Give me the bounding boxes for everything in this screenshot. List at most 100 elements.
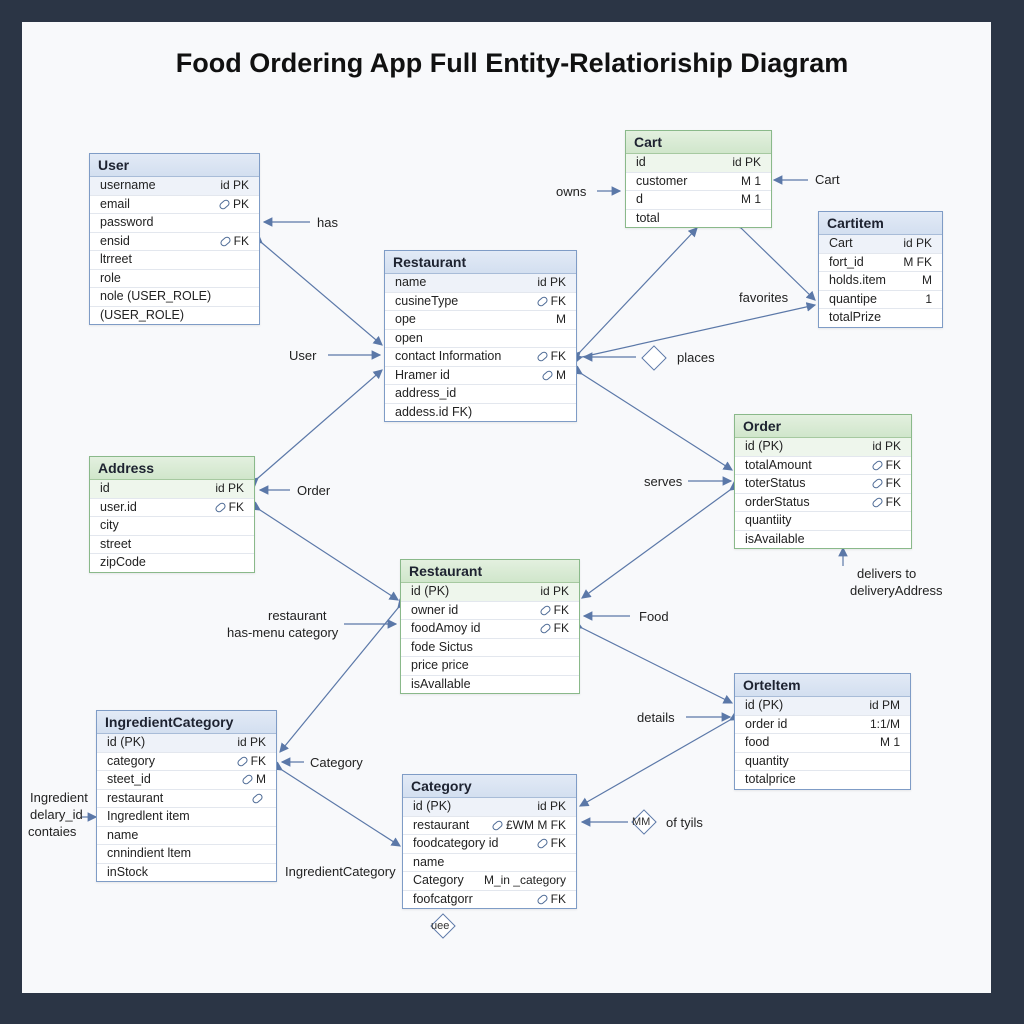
entity-field-row: ltrreet <box>90 251 259 270</box>
link-icon <box>213 501 227 514</box>
field-name: id (PK) <box>413 799 452 813</box>
entity-field-row: password <box>90 214 259 233</box>
field-name: id <box>636 155 646 169</box>
entity-header: Restaurant <box>385 251 576 274</box>
label-places: places <box>677 350 715 365</box>
field-key-text: FK <box>885 457 901 472</box>
edge-ingredientcategory-category <box>272 761 402 847</box>
field-key-text: £WM M FK <box>506 817 566 832</box>
link-icon <box>241 773 254 787</box>
label-delivers-to: delivers to <box>857 566 917 581</box>
field-key-text: M_in _category <box>483 873 566 887</box>
entity-field-row: name <box>403 854 576 872</box>
field-name: Cart <box>829 236 853 250</box>
field-key: M 1 <box>741 173 761 191</box>
entity-field-row: isAvailable <box>735 531 911 549</box>
field-name: price price <box>411 658 469 672</box>
field-name: customer <box>636 173 688 188</box>
field-key-text: PK <box>232 196 249 211</box>
entity-field-row: cnnindient ltem <box>97 845 276 864</box>
label-delary-id: delary_id <box>30 807 83 822</box>
link-icon <box>870 459 884 472</box>
field-key-text: FK <box>553 621 569 635</box>
label-restaurant: restaurant <box>268 608 327 623</box>
link-icon <box>538 622 552 636</box>
entity-header: User <box>90 154 259 177</box>
entity-field-row: id id PK <box>90 480 254 499</box>
label-food: Food <box>639 609 669 624</box>
field-key: M 1 <box>741 191 761 209</box>
field-name: id (PK) <box>411 584 450 598</box>
entity-header: Category <box>403 775 576 798</box>
field-key-text: id PM <box>869 698 900 712</box>
field-key: FK <box>535 348 566 366</box>
field-key-text: id PK <box>237 735 266 749</box>
link-icon <box>870 496 884 509</box>
field-key: FK <box>535 891 566 909</box>
entity-field-row: id (PK)id PK <box>401 583 579 602</box>
field-key: FK <box>870 457 901 475</box>
field-key: 1 <box>925 291 932 309</box>
link-icon <box>491 819 504 832</box>
field-name: email <box>100 196 130 211</box>
link-icon <box>870 477 884 491</box>
field-name: id <box>100 481 110 495</box>
field-name: Hramer id <box>395 367 450 382</box>
field-name: food <box>745 735 770 749</box>
field-key-text: FK <box>550 891 566 906</box>
field-key-text: id PK <box>537 275 566 289</box>
entity-field-row: street <box>90 536 254 554</box>
field-key: id PM <box>869 697 900 715</box>
field-key: FK <box>235 753 266 771</box>
entity-field-row: restaurant <box>97 790 276 808</box>
label-ingredientcategory: IngredientCategory <box>285 864 396 879</box>
field-key: M FK <box>903 254 932 272</box>
edge-address-restaurant <box>248 369 383 488</box>
field-name: id (PK) <box>745 439 784 453</box>
field-key-text: 1:1/M <box>869 716 900 731</box>
link-icon <box>535 295 549 308</box>
field-key: id PK <box>537 274 566 292</box>
field-key: id PK <box>872 438 901 456</box>
edge-restaurant-cartitem <box>572 302 817 364</box>
field-name: quantipe <box>829 291 877 306</box>
field-key-text: FK <box>550 293 566 308</box>
field-key: FK <box>870 494 901 512</box>
field-key: M <box>556 311 566 329</box>
field-key-text: FK <box>550 836 566 850</box>
field-key: M 1 <box>880 734 900 752</box>
field-name: Category <box>413 873 464 887</box>
link-icon <box>218 235 232 248</box>
field-name: foofcatgorr <box>413 891 473 906</box>
field-key: id PK <box>537 798 566 816</box>
entity-field-row: id (PK) id PK <box>403 798 576 817</box>
field-name: foodAmoy id <box>411 621 481 635</box>
field-key-text: FK <box>553 602 569 617</box>
entity-field-row: name <box>97 827 276 845</box>
link-icon <box>535 350 549 364</box>
field-name: fode Sictus <box>411 639 473 654</box>
field-name: city <box>100 518 119 532</box>
field-key: id PK <box>215 480 244 498</box>
entity-field-row: quantipe 1 <box>819 291 942 309</box>
entity-field-row: quantiity <box>735 512 911 531</box>
